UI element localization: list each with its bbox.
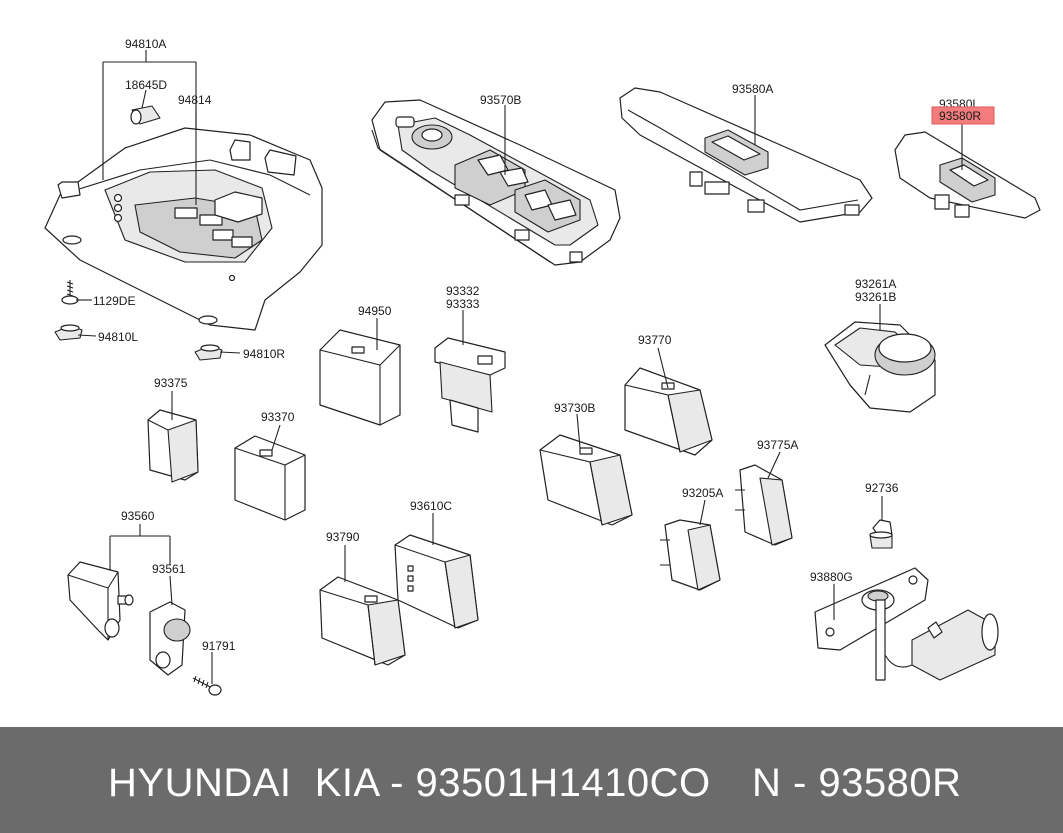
clip-part-94810L <box>54 324 83 341</box>
label-93560: 93560 <box>121 509 155 523</box>
label-93880G: 93880G <box>810 570 853 584</box>
part-labels: 94810A 18645D 94814 1129DE 94810L 94810R… <box>93 37 995 653</box>
leader-lines <box>76 50 963 684</box>
label-93261A: 93261A <box>855 277 896 291</box>
label-91791: 91791 <box>202 639 236 653</box>
label-93775A: 93775A <box>757 438 798 452</box>
highlight-93580R <box>931 106 995 125</box>
switch-part-93375 <box>147 409 199 483</box>
label-93332: 93332 <box>446 284 480 298</box>
label-92736: 92736 <box>865 481 899 495</box>
label-93333: 93333 <box>446 297 480 311</box>
label-93730B: 93730B <box>554 401 595 415</box>
label-93770: 93770 <box>638 333 672 347</box>
label-93790: 93790 <box>326 530 360 544</box>
bulb-part-92736 <box>869 519 893 549</box>
label-93261B: 93261B <box>855 290 896 304</box>
label-94950: 94950 <box>358 304 392 318</box>
switch-part-93205A <box>660 519 721 591</box>
switch-part-93561 <box>149 601 191 676</box>
switch-part-93370 <box>234 435 306 521</box>
switch-part-93580R <box>894 131 1041 219</box>
switch-part-93775A <box>735 464 793 546</box>
footer-oem-number: N - 93580R <box>752 761 962 805</box>
screw-part-1129DE <box>61 280 79 305</box>
label-93570B: 93570B <box>480 93 521 107</box>
switch-part-93332 <box>434 337 506 433</box>
label-1129DE: 1129DE <box>93 294 135 308</box>
screw-part-91791 <box>192 675 222 696</box>
power-window-switch-part <box>371 99 621 266</box>
label-93561: 93561 <box>152 562 186 576</box>
label-93580R: 93580R <box>939 109 981 123</box>
clip-part-94810R <box>194 344 223 361</box>
label-94814: 94814 <box>178 93 212 107</box>
label-93610C: 93610C <box>410 499 452 513</box>
switch-part-93261 <box>824 321 936 413</box>
label-93205A: 93205A <box>682 486 723 500</box>
switch-panel-part-93580A <box>619 87 873 223</box>
label-94810R: 94810R <box>243 347 285 361</box>
footer-bar: HYUNDAI KIA - 93501H1410CO N - 93580R <box>0 727 1063 833</box>
switch-part-93790 <box>319 576 406 666</box>
label-94810L: 94810L <box>98 330 138 344</box>
module-part-94950 <box>319 329 401 426</box>
footer-part-number: HYUNDAI KIA - 93501H1410CO <box>108 761 711 805</box>
label-93375: 93375 <box>154 376 188 390</box>
label-94810A: 94810A <box>125 37 166 51</box>
label-93370: 93370 <box>261 410 295 424</box>
switch-part-93730B <box>539 434 633 526</box>
label-18645D: 18645D <box>125 78 167 92</box>
switch-part-93560 <box>67 561 134 641</box>
bulb-part <box>130 105 161 125</box>
center-console-part <box>44 127 323 331</box>
switch-part-93610C <box>394 534 479 629</box>
parts-diagram: 94810A 18645D 94814 1129DE 94810L 94810R… <box>44 37 1041 696</box>
label-93580A: 93580A <box>732 82 773 96</box>
switch-part-93880G <box>814 567 999 681</box>
switch-part-93770 <box>624 367 713 456</box>
